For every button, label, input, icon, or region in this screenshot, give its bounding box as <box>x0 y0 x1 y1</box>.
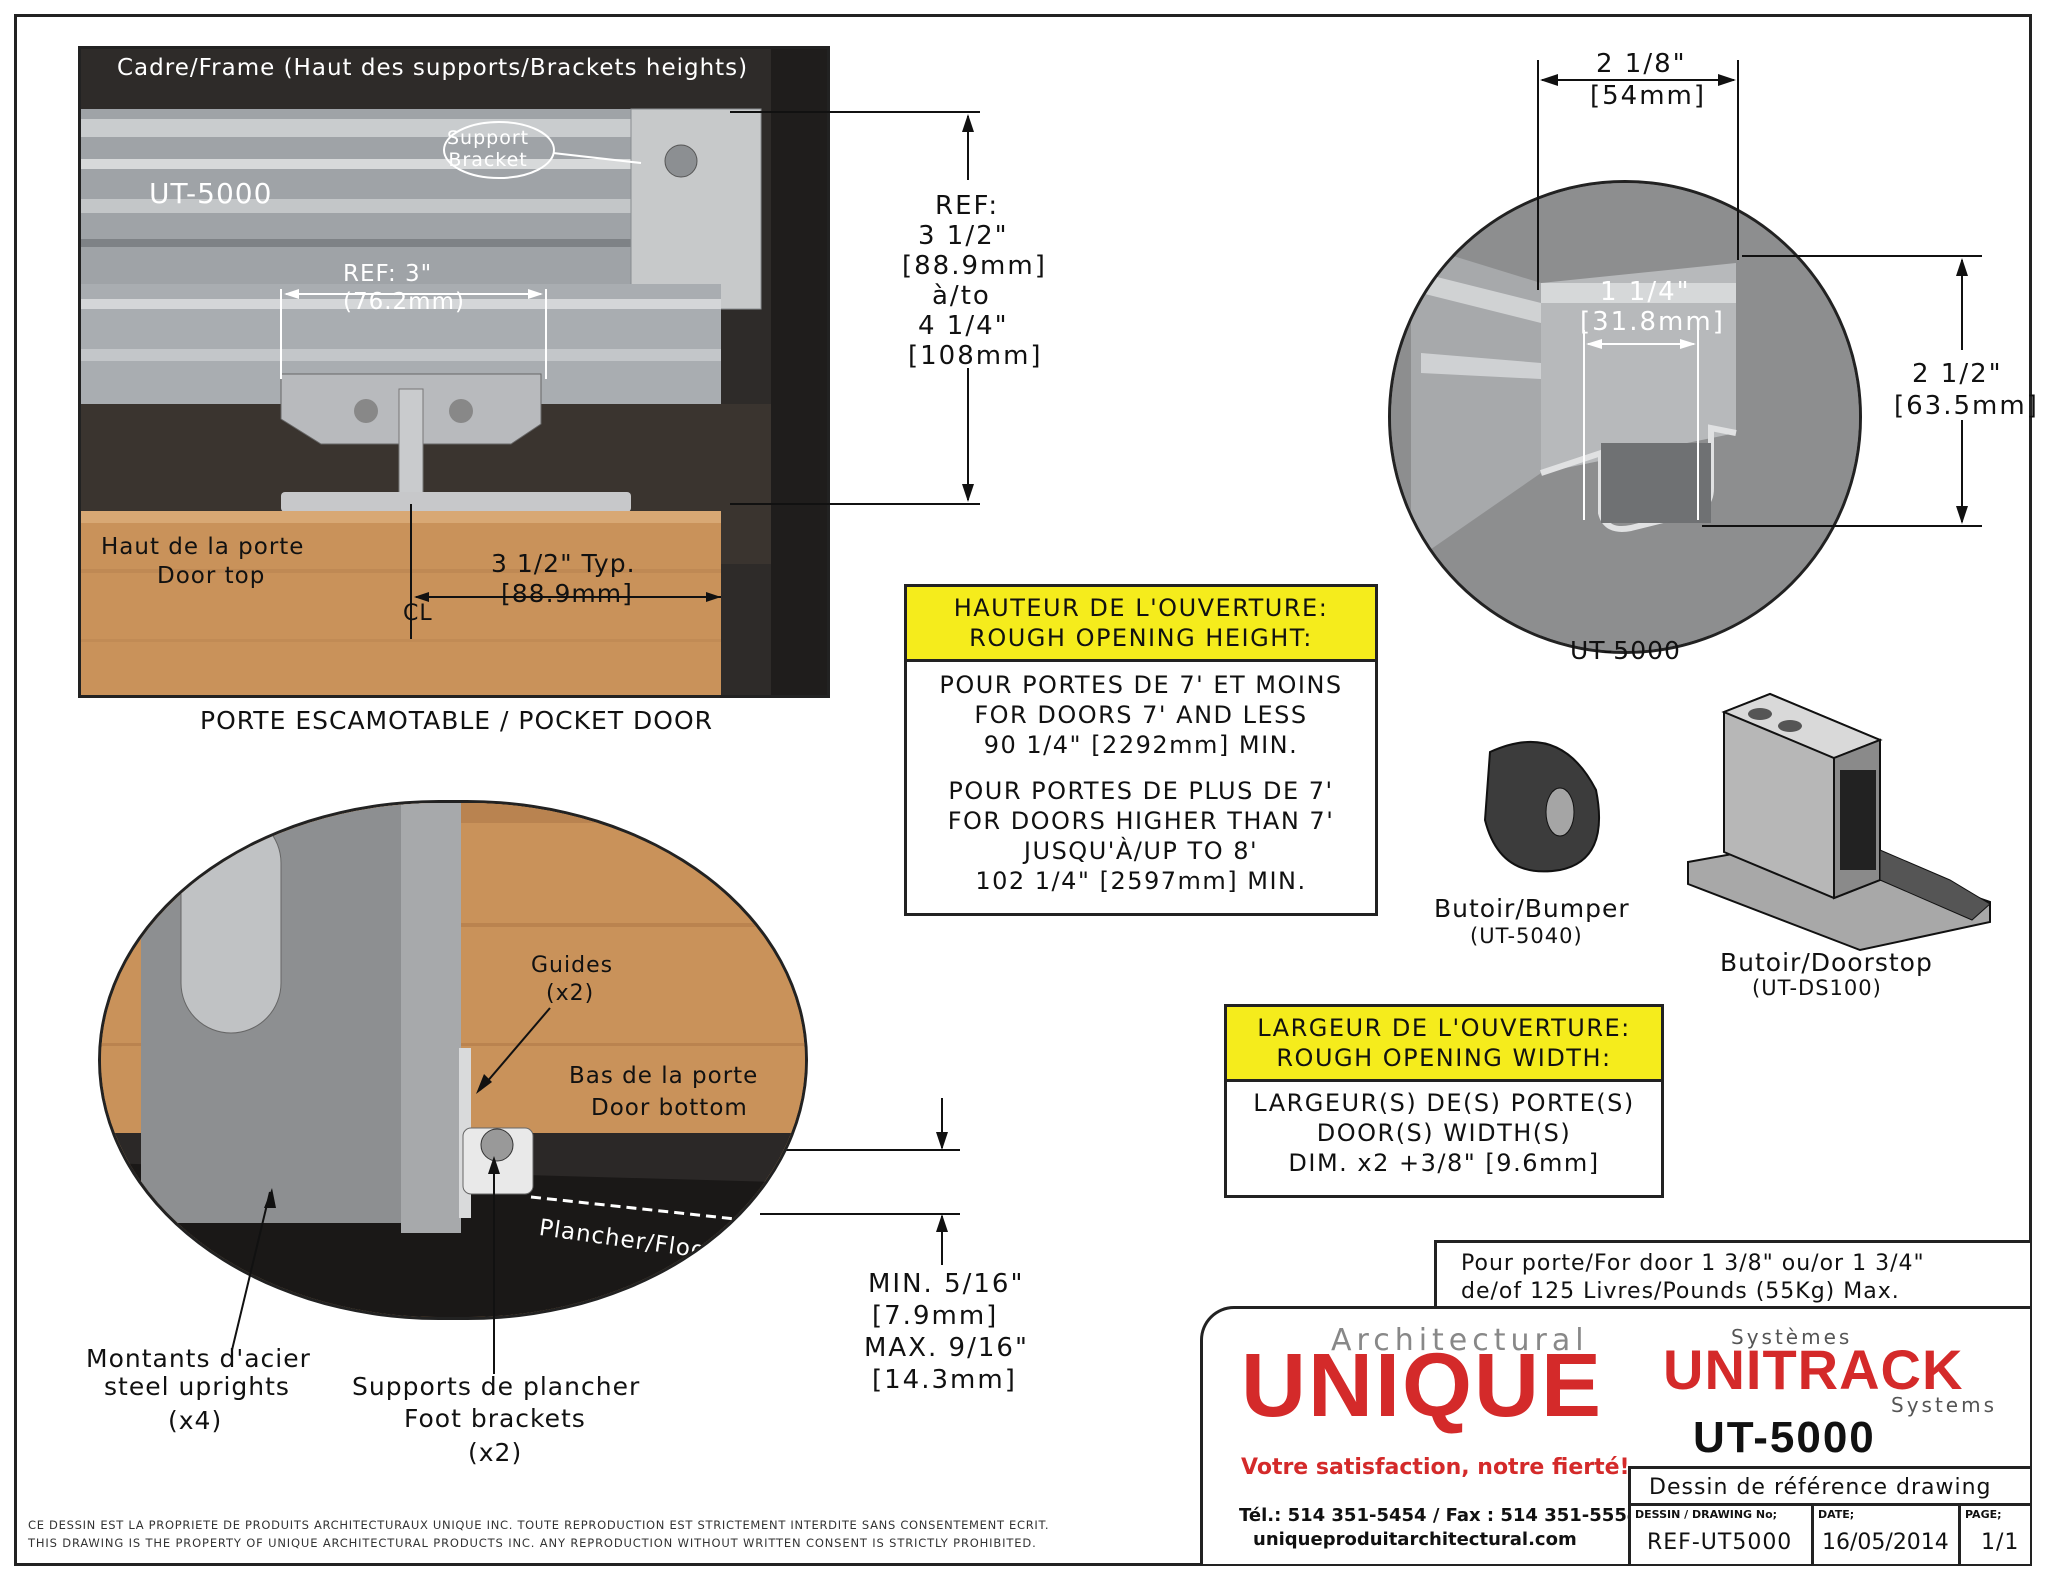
product-systemes: Systèmes <box>1731 1325 1853 1349</box>
ref-width-label: REF: 3" <box>343 261 433 287</box>
track-top-width: 2 1/8" <box>1596 49 1687 79</box>
doorstop-label: Butoir/Doorstop <box>1720 948 1933 977</box>
opening-width-header-en: ROUGH OPENING WIDTH: <box>1276 1044 1612 1072</box>
product-unitrack-logo: UNITRACK <box>1663 1338 1964 1401</box>
opening-height-b1: POUR PORTES DE PLUS DE 7' <box>948 777 1334 805</box>
opening-width-box: LARGEUR DE L'OUVERTURE: ROUGH OPENING WI… <box>1224 1004 1664 1198</box>
ref-width-mm-label: (76.2mm) <box>343 289 465 315</box>
frame-model-label: UT-5000 <box>149 177 273 210</box>
guides-label: Guides <box>531 953 614 978</box>
date-label: DATE; <box>1818 1508 1855 1521</box>
height-dim-line2: 3 1/2" <box>918 221 1009 251</box>
frame-caption-top: Cadre/Frame (Haut des supports/Brackets … <box>117 55 749 81</box>
opening-height-a1: POUR PORTES DE 7' ET MOINS <box>939 671 1343 699</box>
brand-slogan: Votre satisfaction, notre fierté! <box>1241 1455 1630 1480</box>
gap-min-mm: [7.9mm] <box>872 1301 999 1331</box>
page-cell: PAGE; 1/1 <box>1958 1503 2030 1564</box>
floor-photo: Guides (x2) Bas de la porte Door bottom … <box>98 800 808 1320</box>
foot-brackets-en-label: Foot brackets <box>404 1404 586 1433</box>
door-top-fr-label: Haut de la porte <box>101 534 305 560</box>
spec-note-line1: Pour porte/For door 1 3/8" ou/or 1 3/4" <box>1461 1251 1925 1276</box>
uprights-qty: (x4) <box>168 1406 223 1435</box>
website-link[interactable]: uniqueproduitarchitectural.com <box>1253 1529 1577 1550</box>
title-block: Architectural UNIQUE Votre satisfaction,… <box>1200 1306 2030 1564</box>
opening-height-b3: JUSQU'À/UP TO 8' <box>1023 837 1259 865</box>
uprights-fr-label: Montants d'acier <box>86 1344 311 1373</box>
brand-unique-logo: UNIQUE <box>1241 1336 1604 1436</box>
opening-height-header: HAUTEUR DE L'OUVERTURE: ROUGH OPENING HE… <box>907 587 1375 662</box>
opening-height-b2: FOR DOORS HIGHER THAN 7' <box>947 807 1335 835</box>
drawing-no-label: DESSIN / DRAWING No; <box>1635 1508 1778 1521</box>
spec-note: Pour porte/For door 1 3/8" ou/or 1 3/4" … <box>1434 1240 2030 1310</box>
track-height-mm: [63.5mm] <box>1894 391 2039 421</box>
frame-photo-illustration <box>81 49 827 695</box>
brand-architectural: Architectural <box>1331 1323 1589 1358</box>
height-dim-line5: 4 1/4" <box>918 311 1009 341</box>
product-model: UT-5000 <box>1693 1413 1876 1462</box>
drawing-no: REF-UT5000 <box>1647 1530 1793 1555</box>
gap-max-mm: [14.3mm] <box>872 1365 1017 1395</box>
frame-photo: Cadre/Frame (Haut des supports/Brackets … <box>78 46 830 698</box>
typ-dimension-mm-label: [88.9mm] <box>501 579 633 608</box>
opening-height-a2: FOR DOORS 7' AND LESS <box>974 701 1308 729</box>
pocket-door-caption: PORTE ESCAMOTABLE / POCKET DOOR <box>200 706 714 735</box>
date-cell: DATE; 16/05/2014 <box>1811 1503 1961 1564</box>
foot-brackets-fr-label: Supports de plancher <box>352 1372 641 1401</box>
spec-note-line2: de/of 125 Livres/Pounds (55Kg) Max. <box>1461 1279 1900 1304</box>
opening-height-header-en: ROUGH OPENING HEIGHT: <box>969 624 1313 652</box>
track-inner-width-mm: [31.8mm] <box>1580 307 1725 337</box>
contact-phone-fax: Tél.: 514 351-5454 / Fax : 514 351-5554 <box>1239 1505 1640 1526</box>
opening-height-body: POUR PORTES DE 7' ET MOINS FOR DOORS 7' … <box>907 662 1375 896</box>
bumper-code: (UT-5040) <box>1470 924 1583 948</box>
track-height: 2 1/2" <box>1912 359 2003 389</box>
door-bottom-fr-label: Bas de la porte <box>569 1063 759 1089</box>
track-top-width-mm: [54mm] <box>1590 81 1707 111</box>
opening-height-box: HAUTEUR DE L'OUVERTURE: ROUGH OPENING HE… <box>904 584 1378 916</box>
height-dim-line4: à/to <box>932 281 991 311</box>
disclaimer-en: THIS DRAWING IS THE PROPERTY OF UNIQUE A… <box>28 1536 1037 1550</box>
track-profile-illustration <box>1391 183 1859 651</box>
gap-min: MIN. 5/16" <box>868 1269 1025 1299</box>
door-top-en-label: Door top <box>157 563 266 589</box>
opening-width-l1: LARGEUR(S) DE(S) PORTE(S) <box>1253 1089 1635 1117</box>
drawing-sheet-border <box>14 14 2032 1566</box>
disclaimer-fr: CE DESSIN EST LA PROPRIETE DE PRODUITS A… <box>28 1518 1050 1532</box>
opening-width-l3: DIM. x2 +3/8" [9.6mm] <box>1288 1149 1600 1177</box>
drawing-type: Dessin de référence drawing <box>1649 1475 1992 1500</box>
opening-width-header: LARGEUR DE L'OUVERTURE: ROUGH OPENING WI… <box>1227 1007 1661 1082</box>
height-dim-line1: REF: <box>935 191 1000 221</box>
gap-max: MAX. 9/16" <box>864 1333 1029 1363</box>
bumper-label: Butoir/Bumper <box>1434 894 1630 923</box>
opening-height-header-fr: HAUTEUR DE L'OUVERTURE: <box>953 594 1329 622</box>
centerline-symbol: CL <box>403 601 433 626</box>
door-bottom-en-label: Door bottom <box>591 1095 748 1121</box>
page-value: 1/1 <box>1981 1530 2020 1555</box>
opening-width-body: LARGEUR(S) DE(S) PORTE(S) DOOR(S) WIDTH(… <box>1227 1082 1661 1178</box>
page-label: PAGE; <box>1965 1508 2002 1521</box>
opening-height-b4: 102 1/4" [2597mm] MIN. <box>975 867 1307 895</box>
drawing-type-cell: Dessin de référence drawing <box>1628 1466 2030 1506</box>
uprights-en-label: steel uprights <box>104 1372 290 1401</box>
height-dim-line6: [108mm] <box>908 341 1043 371</box>
support-bracket-label: Support Bracket <box>447 127 530 171</box>
opening-height-a3: 90 1/4" [2292mm] MIN. <box>983 731 1299 759</box>
doorstop-code: (UT-DS100) <box>1752 976 1882 1000</box>
guides-qty: (x2) <box>546 981 595 1006</box>
track-inner-width: 1 1/4" <box>1600 277 1691 307</box>
drawing-no-cell: DESSIN / DRAWING No; REF-UT5000 <box>1628 1503 1814 1564</box>
height-dim-line3: [88.9mm] <box>902 251 1047 281</box>
product-systems: Systems <box>1891 1393 1997 1417</box>
track-caption: UT-5000 <box>1570 636 1681 665</box>
typ-dimension-label: 3 1/2" Typ. <box>491 549 636 578</box>
date-value: 16/05/2014 <box>1822 1530 1949 1555</box>
floor-photo-illustration <box>101 803 805 1317</box>
foot-brackets-qty: (x2) <box>468 1438 523 1467</box>
track-detail-circle <box>1388 180 1862 654</box>
opening-width-header-fr: LARGEUR DE L'OUVERTURE: <box>1257 1014 1631 1042</box>
opening-width-l2: DOOR(S) WIDTH(S) <box>1316 1119 1572 1147</box>
